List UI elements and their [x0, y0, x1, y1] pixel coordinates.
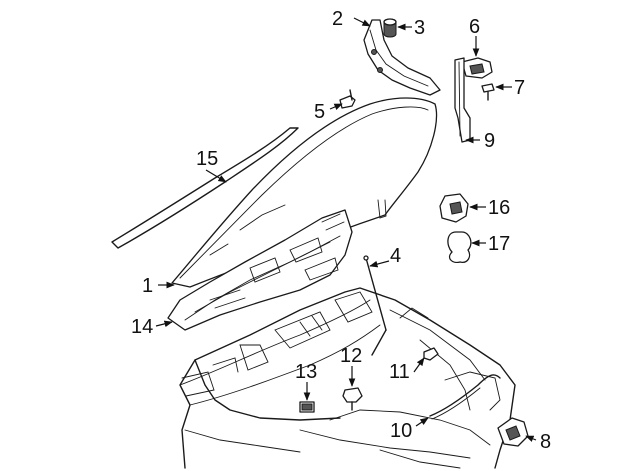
- callout-11: 11: [389, 361, 410, 383]
- hood-inner-panel: [167, 209, 353, 331]
- cable-clip: [423, 347, 439, 361]
- hood-seal-strip: [111, 127, 299, 249]
- callout-14: 14: [131, 316, 153, 338]
- callout-13: 13: [295, 361, 317, 383]
- callout-17: 17: [488, 233, 510, 255]
- release-cable: [429, 374, 501, 420]
- hood-bumper: [383, 18, 397, 38]
- latch-cover: [447, 231, 472, 264]
- hood-stud: [339, 89, 356, 109]
- latch-bracket: [461, 57, 493, 79]
- callout-7: 7: [514, 77, 525, 99]
- hood-latch: [439, 193, 469, 223]
- secondary-latch: [497, 417, 529, 447]
- callout-1: 1: [142, 275, 153, 297]
- bolt: [481, 83, 495, 101]
- leader-lines: [155, 17, 537, 442]
- callout-9: 9: [484, 130, 495, 152]
- callout-5: 5: [314, 101, 325, 123]
- prop-rod-retainer: [342, 387, 363, 411]
- callout-labels: 2 3 6 7 9 5 15 1 14 4 16 17 12 11 13 10 …: [131, 8, 551, 453]
- callout-2: 2: [332, 8, 343, 30]
- hood-hinge: [363, 19, 441, 96]
- callout-16: 16: [488, 197, 510, 219]
- callout-6: 6: [469, 16, 480, 38]
- callout-3: 3: [414, 17, 425, 39]
- bumper-pad: [299, 401, 315, 413]
- callout-15: 15: [196, 148, 218, 170]
- callout-12: 12: [340, 345, 362, 367]
- callout-8: 8: [540, 431, 551, 453]
- callout-10: 10: [390, 420, 412, 442]
- hood-support-rod: [363, 255, 387, 356]
- engine-compartment: [179, 287, 516, 469]
- callout-4: 4: [390, 245, 401, 267]
